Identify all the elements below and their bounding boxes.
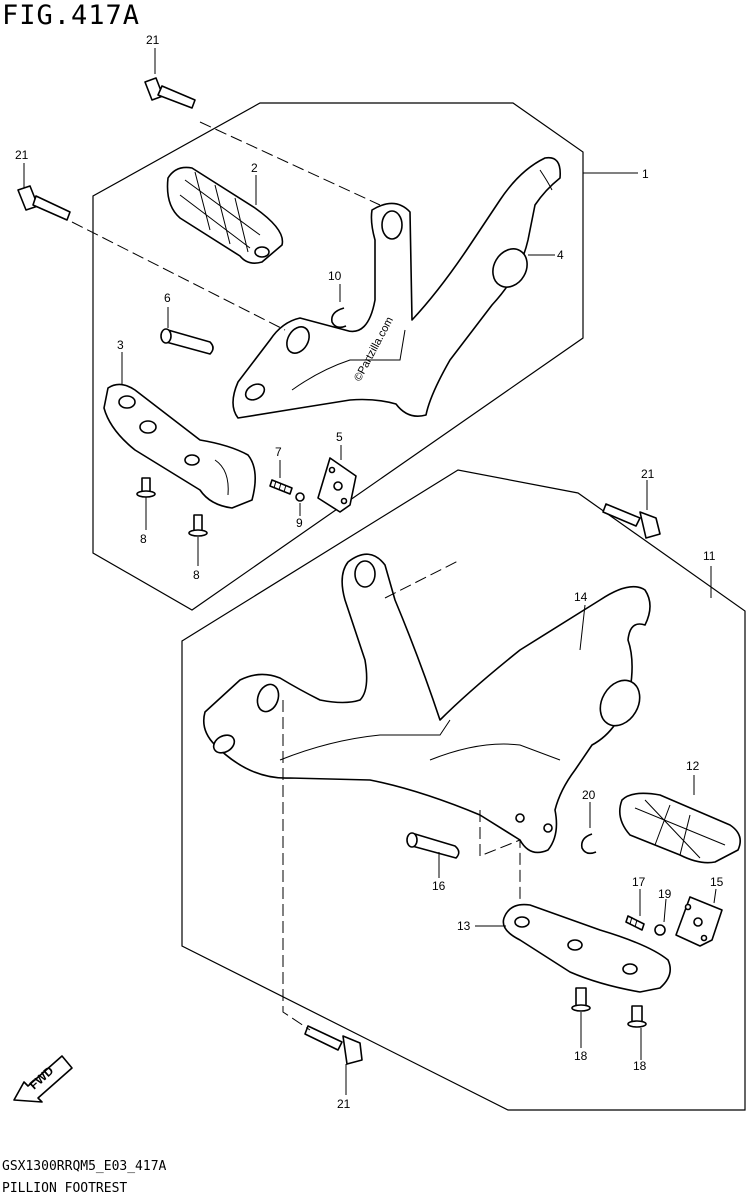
spring-upper <box>269 479 293 495</box>
upper-assembly-frame <box>92 102 584 611</box>
pin-upper <box>160 328 214 355</box>
callout-8a: 8 <box>140 532 147 546</box>
forward-direction-arrow: FWD <box>13 1055 73 1103</box>
callout-15: 15 <box>710 875 724 889</box>
callout-6: 6 <box>164 291 171 305</box>
callout-3: 3 <box>117 338 124 352</box>
callout-11: 11 <box>703 549 716 563</box>
callout-19: 19 <box>658 887 672 901</box>
figure-name: PILLION FOOTREST <box>2 1181 128 1196</box>
pin-lower <box>406 832 460 859</box>
plate-upper <box>317 457 357 513</box>
footrest-rubber-upper <box>166 166 284 264</box>
bolt-21b <box>17 185 71 221</box>
callout-21c: 21 <box>641 467 655 481</box>
lower-bracket <box>202 553 651 854</box>
callout-21b: 21 <box>15 148 29 162</box>
callout-10: 10 <box>328 269 342 283</box>
callout-7: 7 <box>275 445 282 459</box>
callout-4: 4 <box>557 248 564 262</box>
callout-2: 2 <box>251 161 258 175</box>
callout-16: 16 <box>432 879 446 893</box>
screw-18b <box>627 1005 647 1028</box>
callout-17: 17 <box>632 875 646 889</box>
alignment-line-upper-2 <box>71 221 286 331</box>
alignment-line-lower-2 <box>282 700 311 1031</box>
lower-assembly-frame <box>181 469 746 1111</box>
bolt-21a <box>144 77 196 109</box>
callout-18b: 18 <box>633 1059 647 1073</box>
bolt-21c <box>602 503 661 539</box>
e-ring-lower <box>580 833 597 855</box>
callout-1: 1 <box>642 167 649 181</box>
ball-lower <box>654 924 666 936</box>
callout-8b: 8 <box>193 568 200 582</box>
bolt-21d <box>304 1025 363 1065</box>
spring-lower <box>625 915 645 931</box>
upper-bracket <box>232 156 562 419</box>
callout-18a: 18 <box>574 1049 588 1063</box>
callout-9: 9 <box>296 516 303 530</box>
footrest-rubber-lower <box>619 792 741 864</box>
figure-code: GSX1300RRQM5_E03_417A <box>2 1159 167 1174</box>
leader-lines <box>23 48 717 1095</box>
alignment-line-lower-3 <box>479 810 521 900</box>
callout-21a: 21 <box>146 33 160 47</box>
footrest-upper <box>103 383 256 509</box>
callout-14: 14 <box>574 590 588 604</box>
plate-lower <box>675 896 723 947</box>
alignment-line-lower-1 <box>384 559 461 599</box>
screw-18a <box>571 987 591 1012</box>
callout-12: 12 <box>686 759 700 773</box>
footrest-lower <box>502 903 671 993</box>
screw-8b <box>188 514 208 537</box>
callout-5: 5 <box>336 430 343 444</box>
callout-13: 13 <box>457 919 471 933</box>
callout-21d: 21 <box>337 1097 351 1111</box>
callout-20: 20 <box>582 788 596 802</box>
ball-upper <box>295 492 305 502</box>
figure-title: FIG.417A <box>2 0 141 31</box>
e-ring-upper <box>330 307 347 329</box>
screw-8a <box>136 477 156 498</box>
